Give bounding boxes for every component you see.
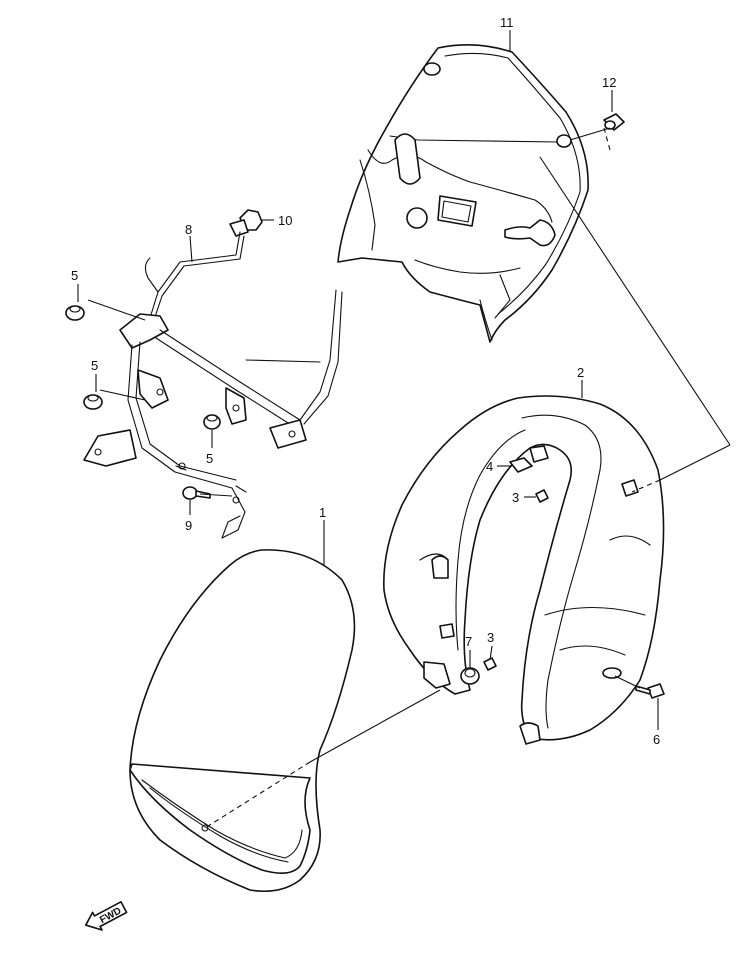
grommet-part-5b (83, 394, 103, 410)
callout-5c: 5 (206, 451, 213, 466)
outer-cowling-part-2 (383, 395, 665, 745)
bolt-part-12 (603, 113, 625, 131)
bolt-part-6 (635, 683, 665, 699)
callout-labels: 11 12 10 8 5 5 5 9 1 2 4 3 3 7 6 (71, 15, 660, 747)
clip-part-10 (229, 209, 263, 237)
callout-1: 1 (319, 505, 326, 520)
callout-3a: 3 (512, 490, 519, 505)
screw-part-3b (483, 657, 497, 671)
leader-lines (77, 30, 731, 763)
nut-clip-part-4 (509, 445, 549, 473)
dashed-leader-lines (204, 127, 661, 829)
callout-10: 10 (278, 213, 292, 228)
callout-12: 12 (602, 75, 616, 90)
callout-4: 4 (486, 459, 493, 474)
callout-2: 2 (577, 365, 584, 380)
callout-11: 11 (500, 15, 514, 30)
screw-part-9 (182, 486, 211, 500)
callout-5a: 5 (71, 268, 78, 283)
callout-6: 6 (653, 732, 660, 747)
fwd-label: FWD (98, 906, 123, 926)
fwd-arrow-icon: FWD (84, 901, 128, 931)
callout-3b: 3 (487, 630, 494, 645)
grommet-part-5c (203, 414, 221, 430)
callout-8: 8 (185, 222, 192, 237)
grommet-part-7 (460, 667, 480, 685)
windscreen-part-1 (129, 549, 356, 893)
callout-5b: 5 (91, 358, 98, 373)
inner-panel-part-11 (337, 44, 589, 343)
callout-9: 9 (185, 518, 192, 533)
screw-part-3a (535, 489, 549, 503)
grommet-part-5a (65, 305, 85, 321)
bracket-stay-part-8 (83, 231, 343, 539)
callout-7: 7 (465, 634, 472, 649)
